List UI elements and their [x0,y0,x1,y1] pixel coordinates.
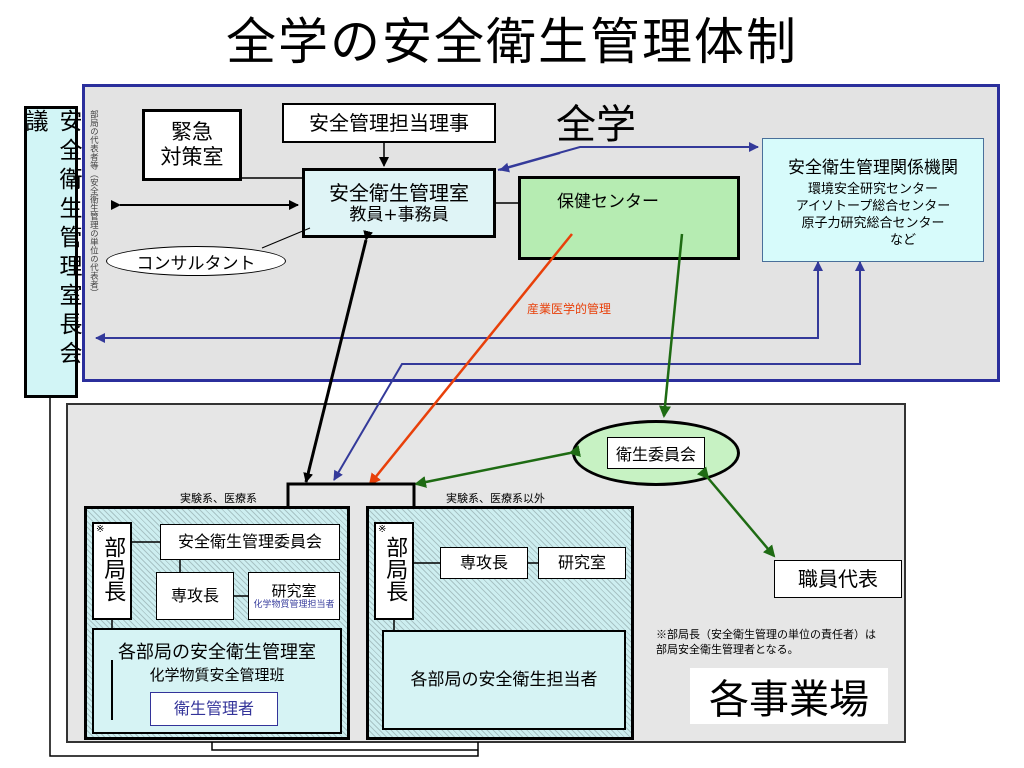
group-b-dept-person-box: 各部局の安全衛生担当者 [382,630,626,730]
hygiene-committee-ellipse: 衛生委員会 [572,420,740,486]
related-orgs-list: 環境安全研究センター アイソトープ総合センター 原子力研究総合センター など [763,182,983,250]
group-a-bottom-line [211,742,478,751]
safety-office-title: 安全衛生管理室 [329,180,469,205]
related-org-item: など [889,232,916,248]
group-b-head-label: 部局長 [382,536,408,602]
group-b-major-head-box: 専攻長 [440,547,528,579]
related-org-item: アイソトープ総合センター [795,198,951,214]
workplaces-label: 各事業場 [690,668,888,724]
council-label: 安全衛生管理室長会議 [21,109,81,370]
council-note: 部局の代表者等（安全衛生管理の単位の代表者） [88,110,99,297]
footnote: ※部局長（安全衛生管理の単位の責任者）は部局安全衛生管理者となる。 [656,628,876,656]
consultant-ellipse: コンサルタント [106,246,286,276]
related-orgs-box: 安全衛生管理関係機関 環境安全研究センター アイソトープ総合センター 原子力研究… [762,138,984,262]
council-box: 安全衛生管理室長会議 [21,106,81,398]
group-b-heading: 実験系、医療系以外 [446,492,545,505]
health-manager-box: 衛生管理者 [150,692,278,726]
group-b-marker: ※ [378,524,387,535]
group-a-lab-sublabel: 化学物質管理担当者 [253,599,335,610]
emergency-office-box: 緊急 対策室 [142,109,242,181]
group-b-lab-box: 研究室 [538,547,626,579]
related-org-item: 原子力研究総合センター [801,215,945,231]
group-a-heading: 実験系、医療系 [180,492,257,505]
safety-office-staff: 教員+事務員 [349,204,449,225]
hygiene-committee-label: 衛生委員会 [606,437,705,469]
group-b-head-box: ※ 部局長 [374,522,414,620]
related-org-item: 環境安全研究センター [807,182,938,197]
emergency-line2: 対策室 [160,145,224,169]
safety-office-box: 安全衛生管理室 教員+事務員 [302,168,496,238]
health-center-box: 保健センター [518,176,740,260]
page-title: 全学の安全衛生管理体制 [226,13,798,71]
group-a-chem-team: 化学物質安全管理班 [149,666,285,684]
group-a-dept-office-title: 各部局の安全衛生管理室 [118,642,316,663]
group-a-head-label: 部局長 [100,536,126,602]
related-orgs-title: 安全衛生管理関係機関 [788,158,958,178]
occupational-management-label: 産業医学的管理 [527,302,612,316]
group-a-committee-box: 安全衛生管理委員会 [160,524,340,560]
university-wide-label: 全学 [556,102,636,148]
group-a-head-box: ※ 部局長 [92,522,132,620]
group-a-lab-box: 研究室 化学物質管理担当者 [248,572,340,620]
safety-director-box: 安全管理担当理事 [282,103,496,143]
group-a-marker: ※ [96,524,105,535]
emergency-line1: 緊急 [171,119,213,144]
group-a-major-head-box: 専攻長 [156,572,234,620]
staff-representative-box: 職員代表 [774,560,902,598]
group-a-lab-label: 研究室 [271,581,317,600]
